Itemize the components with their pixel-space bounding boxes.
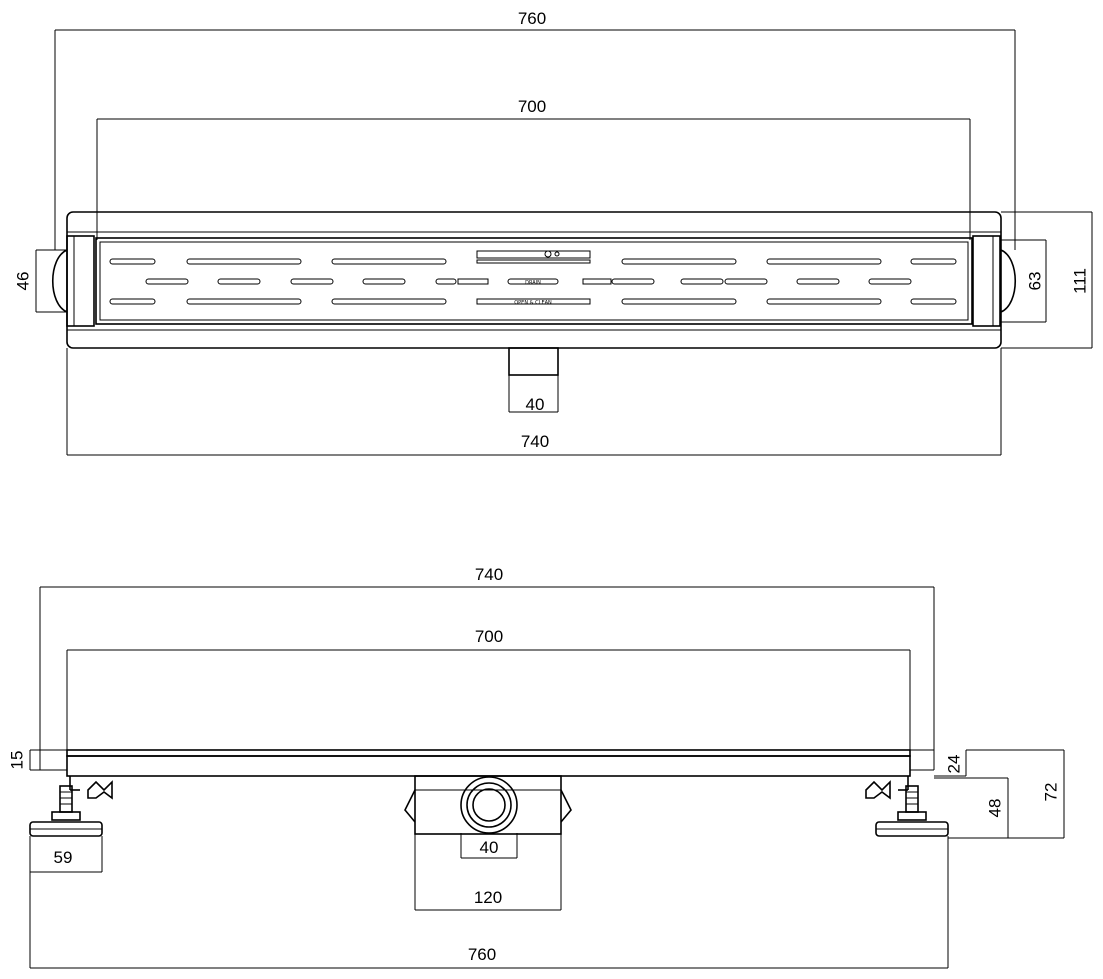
dim-label-40-top: 40 [526, 395, 545, 414]
dim-overall-width: 760 [54, 9, 1016, 250]
dim-total-height: 72 [966, 749, 1065, 839]
dim-label-740-side: 740 [475, 565, 503, 584]
dim-label-63: 63 [1025, 272, 1044, 291]
dim-label-111: 111 [1070, 268, 1089, 294]
dim-overall-length: 760 [29, 836, 949, 969]
dim-grate-width: 700 [96, 97, 971, 240]
dim-end-cap-height: 46 [13, 249, 67, 313]
top-view: 760 700 [13, 9, 1093, 456]
slot-row-1 [109, 258, 957, 265]
dim-label-740-top: 740 [521, 432, 549, 451]
outlet-box-side [404, 775, 572, 835]
dim-label-700-top: 700 [518, 97, 546, 116]
grate-top: DRAIN OPEN & CLEAN [95, 237, 973, 325]
grate-center-logo: DRAIN OPEN & CLEAN [457, 250, 612, 306]
dim-label-46: 46 [13, 272, 32, 291]
side-view: 740 700 [7, 565, 1065, 969]
foot-left [29, 776, 113, 837]
end-cap-left [51, 235, 95, 327]
dim-label-24: 24 [944, 755, 963, 774]
dim-label-760-side: 760 [468, 945, 496, 964]
end-cap-right [972, 235, 1017, 327]
grate-text-line2: OPEN & CLEAN [514, 300, 552, 306]
dim-label-700-side: 700 [475, 627, 503, 646]
slot-row-3 [109, 298, 957, 305]
dim-grate-length: 700 [66, 627, 911, 750]
dim-outlet-box-width: 120 [414, 834, 562, 911]
dim-body-length: 740 [39, 565, 935, 770]
dim-label-72: 72 [1041, 783, 1060, 802]
outlet-top: 40 [508, 347, 559, 414]
slot-row-2 [145, 278, 912, 285]
dim-label-48: 48 [985, 799, 1004, 818]
grate-text-line1: DRAIN [525, 280, 541, 286]
dim-grate-thickness: 15 [7, 749, 40, 771]
dim-outlet-diameter: 40 [460, 833, 518, 859]
dim-foot-width: 59 [29, 836, 103, 873]
dim-body-height: 111 [1001, 211, 1093, 349]
channel-body-side [40, 749, 934, 777]
dim-body-width: 740 [66, 348, 1002, 456]
dim-grate-height: 63 [1001, 239, 1047, 323]
dim-label-760-top: 760 [518, 9, 546, 28]
foot-right [865, 776, 949, 837]
dim-label-40-side: 40 [480, 838, 499, 857]
dim-label-120: 120 [474, 888, 502, 907]
dim-label-59: 59 [54, 848, 73, 867]
dim-label-15: 15 [7, 751, 26, 770]
dim-foot-height: 48 [934, 777, 1009, 839]
dim-channel-depth: 24 [934, 750, 967, 777]
